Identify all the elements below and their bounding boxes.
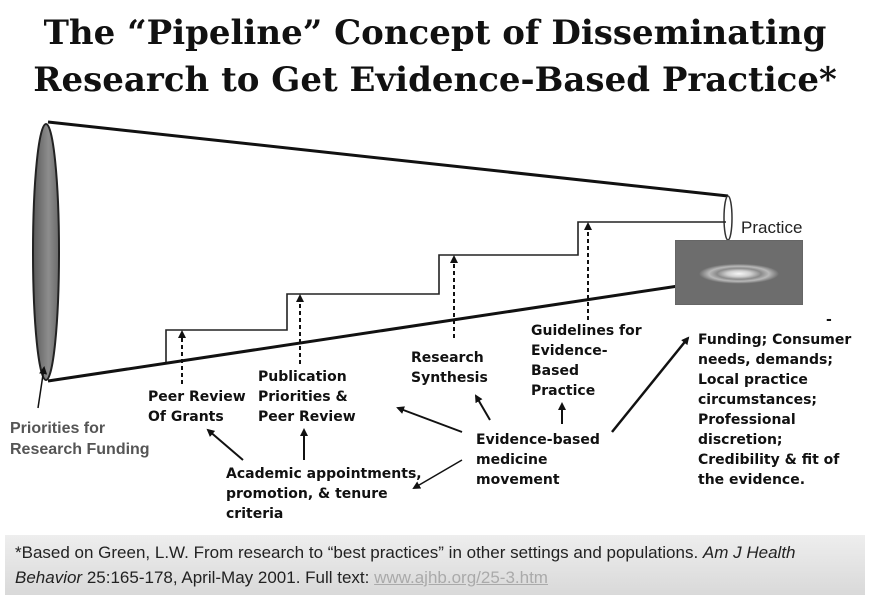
research-synthesis-line-1: Research (411, 350, 484, 366)
funnel-bottom-edge (47, 283, 686, 383)
funding-line-7: Credibility & fit of (698, 452, 840, 468)
funding-line-4: circumstances; (698, 392, 818, 408)
arrow-to-academic (412, 459, 463, 490)
publication-label: Publication Priorities & Peer Review (258, 367, 356, 427)
journal-name: Am J Health (702, 543, 796, 562)
ebm-label: Evidence-based medicine movement (476, 430, 600, 490)
ebm-line-1: Evidence-based (476, 432, 600, 448)
funding-line-2: needs, demands; (698, 352, 833, 368)
citation-text: *Based on Green, L.W. From research to “… (15, 543, 703, 562)
publication-line-1: Publication (258, 369, 347, 385)
funding-line-1: Funding; Consumer (698, 332, 852, 348)
ebm-line-3: movement (476, 472, 560, 488)
arrow-to-funding (611, 336, 690, 433)
citation-line-1: *Based on Green, L.W. From research to “… (15, 540, 855, 565)
funding-line-5: Professional (698, 412, 796, 428)
priorities-label: Priorities for Research Funding (10, 418, 150, 460)
funding-line-6: discretion; (698, 432, 783, 448)
publication-line-2: Priorities & (258, 389, 348, 405)
citation-line-2: Behavior 25:165-178, April-May 2001. Ful… (15, 565, 855, 590)
staircase-steps (165, 221, 726, 362)
practice-label: Practice (741, 218, 803, 237)
guidelines-line-1: Guidelines for (531, 323, 642, 339)
arrow-to-peer-review-grants (206, 428, 244, 461)
peer-review-grants-label: Peer Review Of Grants (148, 387, 246, 427)
arrow-to-synthesis (474, 394, 491, 421)
academic-line-2: promotion, & tenure (226, 486, 388, 502)
academic-line-3: criteria (226, 506, 284, 522)
guidelines-line-2: Evidence- (531, 343, 608, 359)
journal-name-cont: Behavior (15, 568, 83, 587)
academic-line-1: Academic appointments, (226, 466, 422, 482)
ebm-line-2: medicine (476, 452, 548, 468)
funding-line-3: Local practice (698, 372, 808, 388)
funding-label: Funding; Consumer needs, demands; Local … (698, 330, 851, 490)
slide-title: The “Pipeline” Concept of Disseminating … (0, 10, 870, 104)
publication-line-3: Peer Review (258, 409, 356, 425)
citation-footer: *Based on Green, L.W. From research to “… (5, 535, 865, 595)
funnel-top-edge (47, 120, 729, 198)
guidelines-line-4: Practice (531, 383, 596, 399)
title-line-1: The “Pipeline” Concept of Disseminating (43, 13, 827, 53)
title-line-2: Research to Get Evidence-Based Practice* (33, 60, 837, 100)
funnel-mouth (32, 123, 60, 381)
peer-review-grants-line-1: Peer Review (148, 389, 246, 405)
priorities-line-1: Priorities for (10, 420, 106, 437)
full-text-link[interactable]: www.ajhb.org/25-3.htm (374, 568, 548, 587)
citation-volume: 25:165-178, April-May 2001. Full text: (82, 568, 375, 587)
research-synthesis-line-2: Synthesis (411, 370, 488, 386)
practice-water-image (675, 240, 803, 305)
arrow-to-publication (396, 406, 463, 433)
priorities-arrow (37, 366, 48, 409)
funding-dash: - (826, 312, 832, 328)
funding-line-8: the evidence. (698, 472, 806, 488)
priorities-line-2: Research Funding (10, 441, 150, 458)
guidelines-label: Guidelines for Evidence- Based Practice (531, 321, 642, 401)
research-synthesis-label: Research Synthesis (411, 348, 488, 388)
funnel-spout (723, 195, 733, 241)
guidelines-line-3: Based (531, 363, 579, 379)
peer-review-grants-line-2: Of Grants (148, 409, 224, 425)
academic-label: Academic appointments, promotion, & tenu… (226, 464, 422, 524)
